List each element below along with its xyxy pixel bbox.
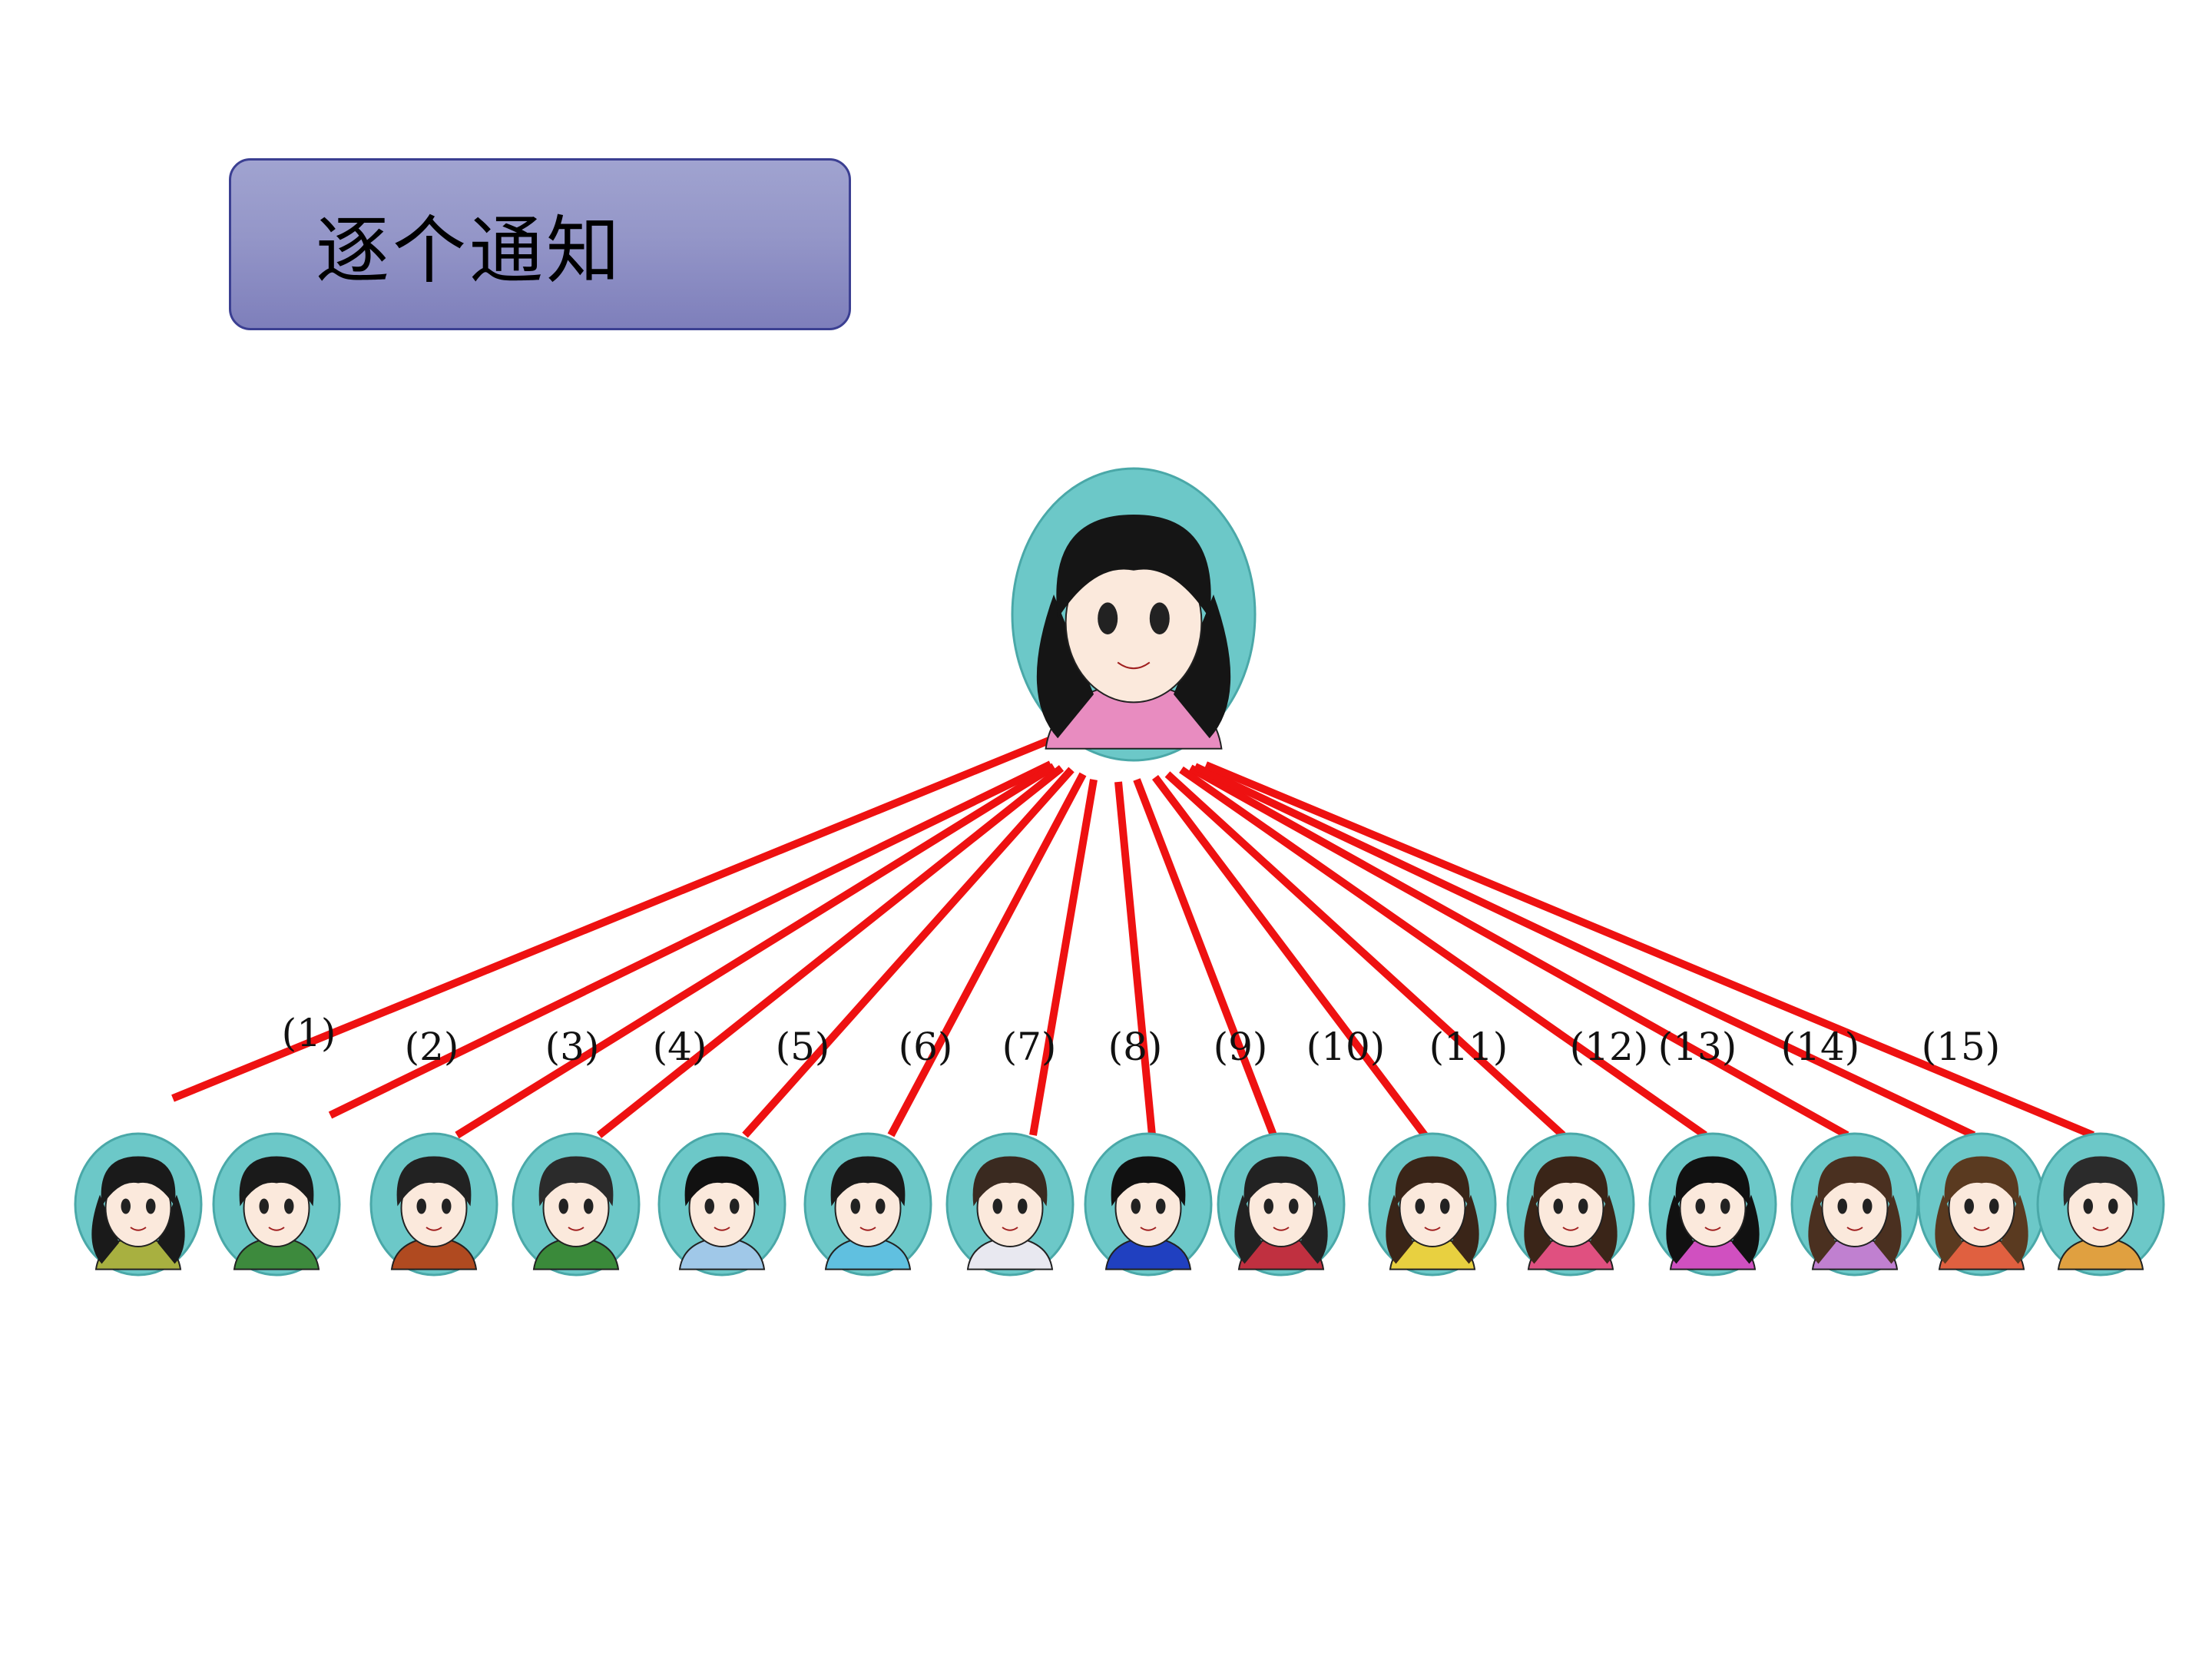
connection-line [742,767,1075,1138]
connection-line [1133,778,1277,1137]
student-avatar-icon [369,1132,498,1277]
step-label: (7) [1002,1025,1057,1069]
step-label: (3) [545,1025,600,1069]
student-avatar-icon [74,1132,203,1277]
student-avatar-icon [1648,1132,1777,1277]
step-label: (12) [1570,1025,1649,1069]
step-label: (15) [1922,1025,2001,1069]
step-label: (10) [1306,1025,1386,1069]
connection-line [1114,781,1156,1136]
connection-lines [171,730,2094,1139]
step-label: (5) [776,1025,830,1069]
connection-line [1188,764,1849,1139]
step-label: (14) [1781,1025,1860,1069]
student-avatar-icon [2036,1132,2165,1277]
connection-line [1193,763,1976,1139]
student-avatar-icon [657,1132,786,1277]
student-avatar-icon [212,1132,341,1277]
student-avatar-icon [1217,1132,1346,1277]
teacher-node [1011,467,1257,762]
student-avatar-icon [803,1132,932,1277]
student-avatar-icon [512,1132,641,1277]
connection-line [1179,766,1707,1139]
connection-line [455,763,1056,1139]
connection-line [171,730,1068,1102]
step-label: (1) [282,1011,336,1055]
page-title: 逐个通知 [316,207,623,294]
student-avatar-icon [1790,1132,1919,1277]
student-avatar-icon [1084,1132,1213,1277]
step-label: (6) [899,1025,953,1069]
student-avatar-icon [1917,1132,2046,1277]
step-label: (4) [653,1025,707,1069]
connection-line [1164,771,1566,1138]
connection-line [1204,761,2094,1139]
connection-line [887,772,1087,1137]
connection-line [1152,774,1428,1138]
title-box: 逐个通知 [229,158,851,330]
step-label: (2) [405,1025,459,1069]
step-labels: (1)(2)(3)(4)(5)(6)(7)(8)(9)(10)(11)(12)(… [282,1011,2001,1069]
connection-line [596,765,1065,1138]
student-avatar-icon [945,1132,1075,1277]
connection-line [328,760,1053,1119]
student-avatar-icon [1368,1132,1497,1277]
connection-line [1029,779,1098,1136]
step-label: (11) [1429,1025,1508,1069]
student-nodes [74,1132,2165,1277]
step-label: (13) [1658,1025,1737,1069]
teacher-girl-avatar-icon [1011,467,1257,762]
student-avatar-icon [1506,1132,1635,1277]
step-label: (9) [1214,1025,1268,1069]
step-label: (8) [1108,1025,1163,1069]
